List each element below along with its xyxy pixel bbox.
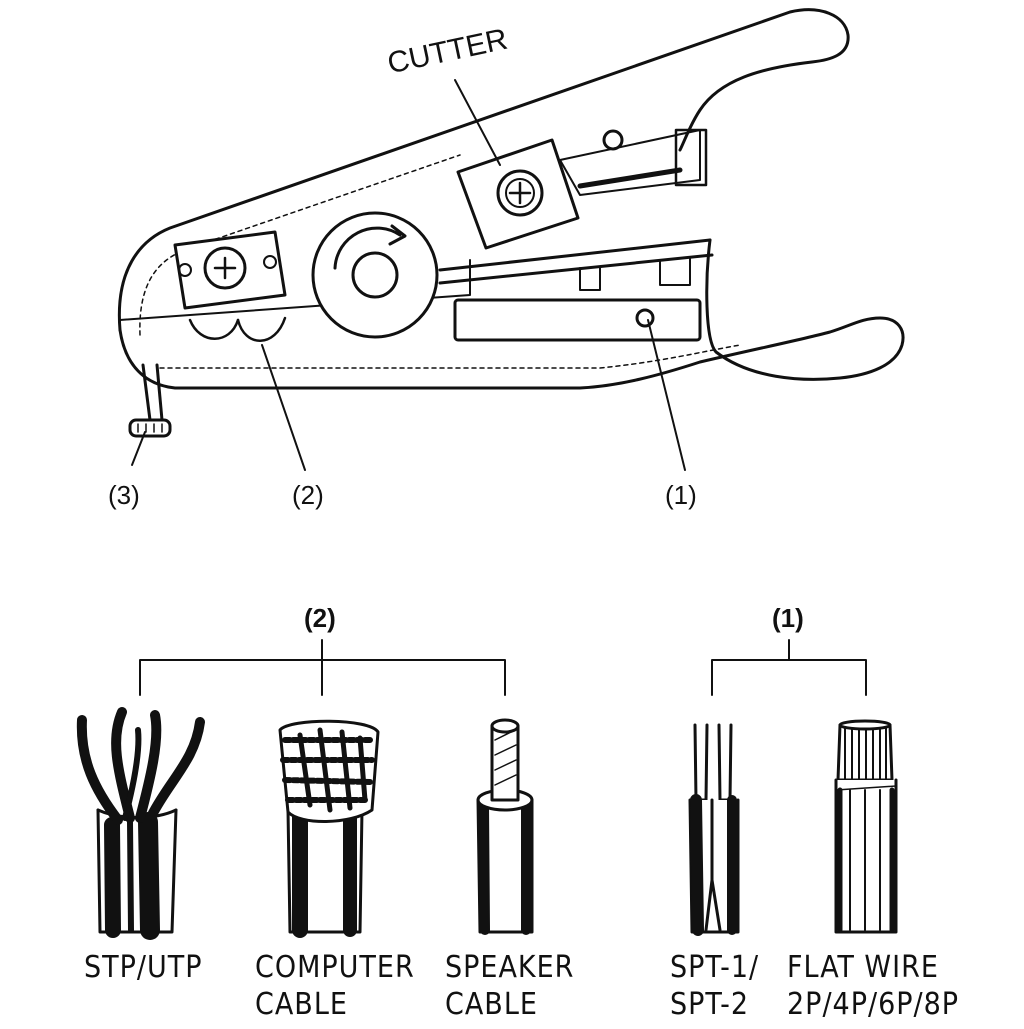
cable-label-flat-wire: FLAT WIRE 2P/4P/6P/8P: [787, 950, 959, 1023]
leader-3: [131, 431, 146, 466]
cable-label-line1: SPEAKER: [445, 950, 575, 985]
cable-label-line1: STP/UTP: [84, 950, 203, 985]
cable-label-line2: CABLE: [445, 986, 538, 1022]
cutter-block: [456, 138, 580, 250]
callout-3: (3): [108, 480, 140, 510]
tool-lower-slot: [453, 298, 702, 342]
cable-label-spt: SPT-1/ SPT-2: [670, 950, 759, 1023]
cable-stp-utp: [76, 707, 205, 940]
cable-flat-wire: [834, 719, 898, 934]
rotating-knob: [311, 211, 439, 339]
cable-label-line1: FLAT WIRE: [787, 950, 939, 985]
cable-label-line1: COMPUTER: [255, 950, 415, 985]
wire-stripper-tool: [117, 8, 905, 471]
lower-blade-block: [173, 230, 287, 342]
adjusting-screw: [128, 363, 172, 438]
leader-cutter: [454, 79, 501, 166]
cable-spt: [688, 723, 740, 936]
bracket-group-1: [711, 639, 867, 696]
tool-upper-arm: [117, 8, 850, 332]
cable-speaker: [476, 718, 534, 935]
tool-lower-body: [118, 238, 905, 390]
cable-label-line2: CABLE: [255, 986, 348, 1022]
cable-label-stp-utp: STP/UTP: [84, 950, 203, 987]
callout-2: (2): [292, 480, 324, 510]
cable-label-line2: 2P/4P/6P/8P: [787, 986, 960, 1022]
bracket-group-2: [139, 639, 506, 696]
cable-computer: [278, 719, 380, 938]
cable-label-line2: SPT-2: [670, 986, 750, 1022]
leader-2: [261, 344, 306, 471]
callout-1: (1): [665, 480, 697, 510]
cable-label-line1: SPT-1/: [670, 950, 760, 985]
group-label-2: (2): [304, 603, 336, 633]
group-label-1: (1): [772, 603, 804, 633]
leader-1: [647, 319, 686, 471]
cable-label-speaker: SPEAKER CABLE: [445, 950, 574, 1023]
cable-label-computer: COMPUTER CABLE: [255, 950, 415, 1023]
